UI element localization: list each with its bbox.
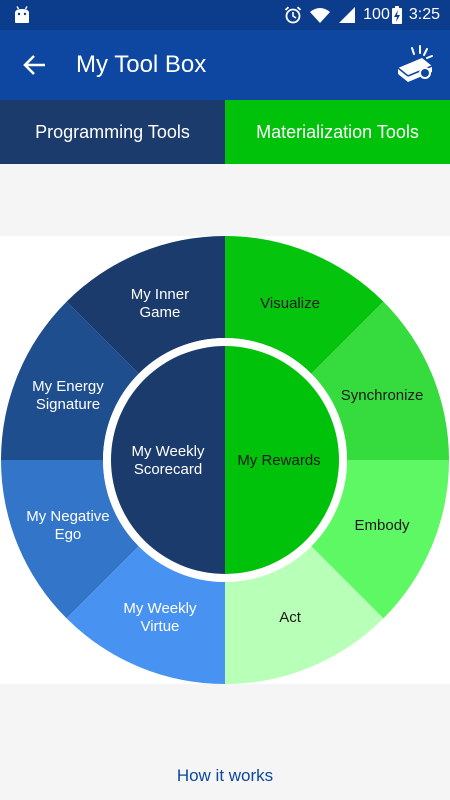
wheel-label-my-inner-game-line: Game (140, 304, 181, 321)
wheel-segment-my-weekly-virtue[interactable] (66, 546, 225, 684)
wheel-segment-visualize[interactable] (225, 236, 384, 374)
wheel-label-synchronize-line: Synchronize (341, 387, 424, 404)
wheel-label-my-negative-ego-line: My Negative (26, 508, 109, 525)
wheel-label-my-inner-game-line: My Inner (131, 286, 189, 303)
wheel-label-synchronize: Synchronize (341, 387, 424, 404)
wheel-segment-embody[interactable] (311, 460, 449, 619)
wheel-label-my-energy-signature-line: Signature (36, 396, 100, 413)
toolbox-button[interactable] (392, 44, 438, 86)
status-bar: 100 3:25 (0, 0, 450, 30)
tab-label: Programming Tools (35, 121, 190, 142)
center-label-my-rewards-line: My Rewards (237, 452, 320, 469)
wheel-segment-my-negative-ego[interactable] (1, 460, 139, 619)
wheel-label-my-weekly-virtue-line: My Weekly (123, 600, 197, 617)
tab-programming-tools[interactable]: Programming Tools (0, 100, 225, 164)
tab-materialization-tools[interactable]: Materialization Tools (225, 100, 450, 164)
battery-level: 100 (363, 6, 390, 23)
wheel-label-act: Act (279, 609, 302, 626)
signal-icon (339, 7, 356, 23)
how-it-works-link[interactable]: How it works (176, 766, 274, 785)
alarm-icon (285, 6, 302, 24)
center-label-weekly-scorecard-line: Scorecard (134, 461, 202, 478)
wifi-icon (310, 8, 331, 23)
center-my-rewards[interactable] (225, 346, 339, 574)
wheel-label-visualize-line: Visualize (260, 295, 320, 312)
arrow-back-icon (23, 55, 45, 75)
android-notification-icon (15, 6, 29, 23)
wheel-label-my-negative-ego-line: Ego (55, 526, 82, 543)
wheel-label-embody: Embody (355, 517, 411, 534)
wheel-label-visualize: Visualize (260, 295, 320, 312)
tool-tabs: Programming Tools Materialization Tools (0, 100, 450, 164)
wheel-segment-synchronize[interactable] (311, 301, 449, 460)
app-bar: My Tool Box (0, 30, 450, 100)
wheel-label-my-energy-signature-line: My Energy (32, 378, 104, 395)
wheel-segment-act[interactable] (225, 546, 384, 684)
center-weekly-scorecard[interactable] (111, 346, 225, 574)
back-button[interactable] (18, 50, 52, 80)
wheel-label-embody-line: Embody (355, 517, 411, 534)
clock: 3:25 (408, 6, 440, 23)
center-label-my-rewards: My Rewards (237, 452, 320, 469)
wheel-label-my-weekly-virtue-line: Virtue (140, 618, 179, 635)
battery-charging-icon (391, 6, 402, 24)
toolbox-icon (397, 45, 433, 82)
page-title: My Tool Box (76, 51, 207, 78)
wheel-segment-my-inner-game[interactable] (66, 236, 225, 374)
tab-label: Materialization Tools (256, 121, 419, 142)
wheel-segment-my-energy-signature[interactable] (1, 301, 139, 460)
center-label-weekly-scorecard-line: My Weekly (131, 443, 205, 460)
wheel-label-act-line: Act (279, 609, 302, 626)
